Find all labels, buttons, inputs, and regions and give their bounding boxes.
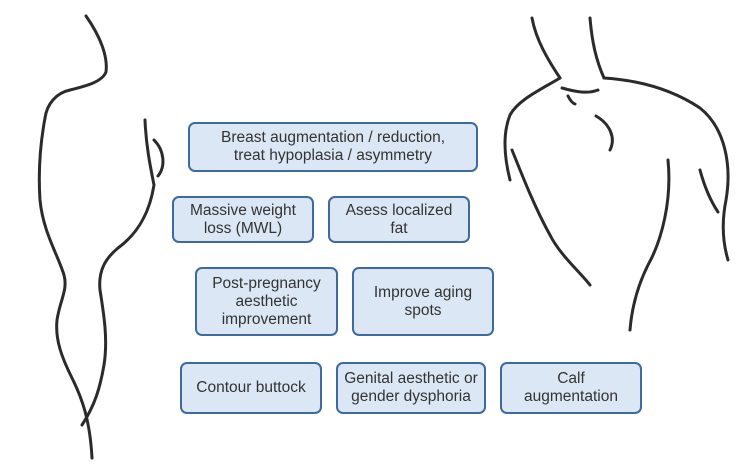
assess-localized-fat-box: Asess localized fat xyxy=(328,196,470,243)
left-figure-front-line xyxy=(80,118,156,427)
post-pregnancy-box: Post-pregnancy aesthetic improvement xyxy=(195,267,338,336)
right-figure-arm-inner-line xyxy=(698,168,720,214)
breast-augmentation-box: Breast augmentation / reduction, treat h… xyxy=(188,122,478,172)
right-figure-collarbone-line xyxy=(560,86,600,106)
left-figure-neck-shoulder-line xyxy=(43,14,108,120)
massive-weight-loss-box: Massive weight loss (MWL) xyxy=(172,196,314,243)
left-figure-breast-line xyxy=(152,138,165,178)
right-figure-neck-right-line xyxy=(588,16,606,80)
left-figure-back-line xyxy=(37,116,94,460)
calf-augmentation-box: Calf augmentation xyxy=(500,362,642,414)
right-figure-left-shoulder-line xyxy=(503,76,562,182)
improve-aging-spots-box: Improve aging spots xyxy=(352,267,494,336)
right-figure-neck-line xyxy=(530,16,562,80)
right-figure-right-torso-line xyxy=(628,158,671,332)
right-figure-left-torso-line xyxy=(510,148,592,287)
genital-aesthetic-box: Genital aesthetic or gender dysphoria xyxy=(336,362,486,414)
right-figure-right-shoulder-arm-line xyxy=(602,76,730,262)
right-figure-chest-line xyxy=(594,114,614,152)
contour-buttock-box: Contour buttock xyxy=(180,362,322,414)
